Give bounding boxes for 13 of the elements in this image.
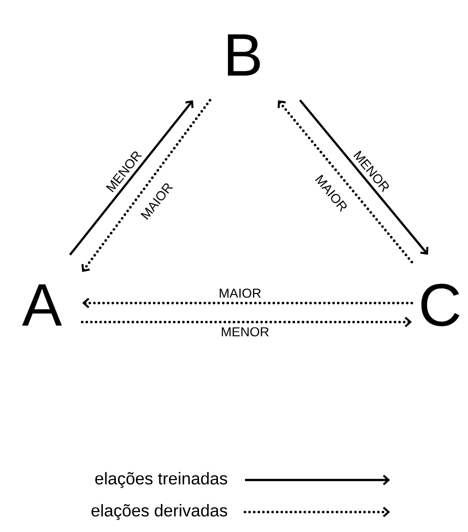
arrow [80,316,412,328]
legend-text: elações derivadas [92,504,228,520]
arrow [278,100,414,264]
vertex-letter: A [22,284,62,326]
edge-label: MAIOR [220,288,261,298]
arrow [299,99,428,255]
arrow [82,298,414,308]
vertex-letter: B [228,34,260,76]
arrow [69,100,194,256]
vertex-letter: C [421,284,460,326]
legend-text: elações treinadas [95,472,228,488]
arrow [81,98,212,272]
edge-label: MENOR [222,327,269,336]
